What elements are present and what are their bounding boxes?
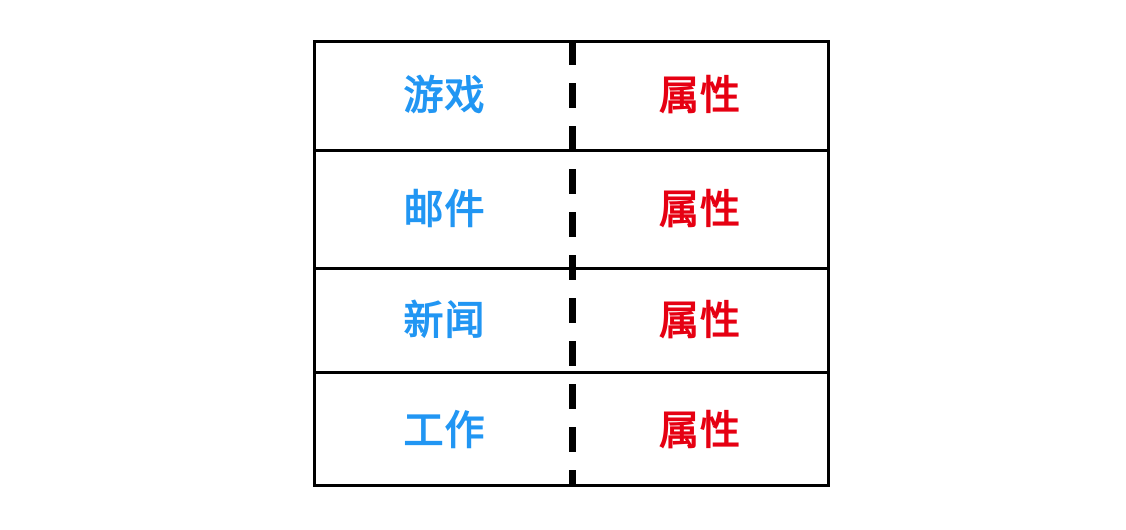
- target-label: 属性: [659, 407, 741, 454]
- source-label: 邮件: [403, 186, 486, 233]
- source-label: 游戏: [403, 73, 486, 119]
- table-cell-target: 属性: [573, 270, 827, 371]
- table-row: 工作 属性: [316, 374, 827, 487]
- table-cell-source: 工作: [316, 374, 573, 487]
- source-label: 工作: [403, 407, 486, 454]
- table-row: 游戏 属性: [316, 43, 827, 152]
- table-row: 新闻 属性: [316, 270, 827, 374]
- table-cell-target: 属性: [573, 152, 827, 267]
- mapping-table: 游戏 属性 邮件 属性 新闻 属性 工作: [313, 40, 830, 487]
- table-cell-source: 邮件: [316, 152, 573, 267]
- table-cell-source: 游戏: [316, 43, 573, 149]
- source-label: 新闻: [403, 297, 486, 344]
- table-cell-source: 新闻: [316, 270, 573, 371]
- table-cell-target: 属性: [573, 374, 827, 487]
- target-label: 属性: [659, 186, 741, 233]
- table-row: 邮件 属性: [316, 152, 827, 270]
- target-label: 属性: [659, 73, 741, 119]
- table-cell-target: 属性: [573, 43, 827, 149]
- target-label: 属性: [659, 297, 741, 344]
